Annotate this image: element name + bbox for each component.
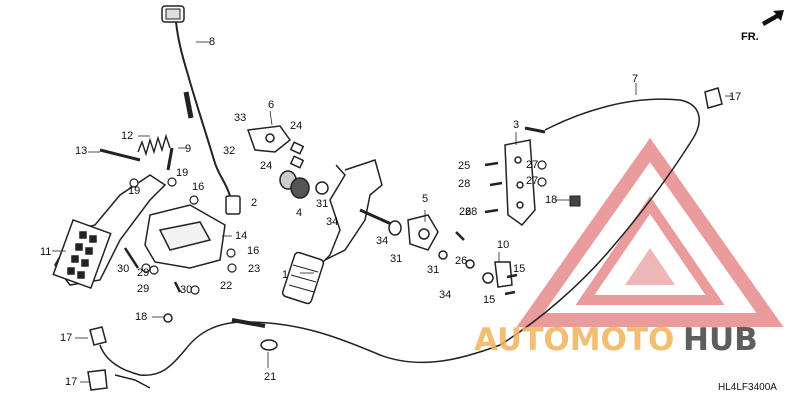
callout-28: 28 [465,206,477,218]
cable-end-icon [482,261,518,296]
callout-4: 4 [296,207,302,219]
clip-18-icon [569,195,581,207]
callout-17: 17 [65,376,77,388]
callout-32: 32 [223,145,235,157]
fr-label: FR. [741,31,759,43]
callout-11: 11 [40,246,51,258]
callout-26: 26 [459,206,471,218]
pin-icon [99,148,141,162]
callout-30: 30 [117,263,129,275]
fr-arrow-icon [762,10,784,26]
callout-29: 29 [137,283,149,295]
callout-19: 19 [128,185,140,197]
parking-pedal-icon [52,174,167,290]
callout-24: 24 [260,160,272,172]
accelerator-pedal-icon [281,159,383,305]
callout-22: 22 [220,280,232,292]
callout-5: 5 [422,193,428,205]
callout-2: 2 [251,197,257,209]
pedal-shaft-icon [359,208,475,269]
cable-tail-icon [114,374,151,389]
callout-3: 3 [513,119,519,131]
callout-1: 1 [282,269,288,281]
bracket-icon [144,204,226,269]
callout-13: 13 [75,145,87,157]
watermark-text: AUTOMOTO HUB [474,322,758,358]
callout-16: 16 [192,181,204,193]
fasteners-right [484,160,547,214]
callout-12: 12 [121,130,133,142]
callout-24: 24 [290,120,302,132]
connector-bottom-icon [225,195,241,215]
callout-15: 15 [513,263,525,275]
callout-17: 17 [60,332,72,344]
callout-8: 8 [209,36,215,48]
callout-25: 25 [458,160,470,172]
callout-7: 7 [632,73,638,85]
callout-31: 31 [390,253,402,265]
callout-16: 16 [247,245,259,257]
clip-icon [87,87,723,391]
callout-30: 30 [180,284,192,296]
callout-21: 21 [264,371,276,383]
callout-28: 28 [458,178,470,190]
callout-19: 19 [176,167,188,179]
front-direction-indicator: FR. [741,10,784,43]
spring-icon [137,133,171,157]
cables [99,21,700,376]
callout-15: 15 [483,294,495,306]
callout-34: 34 [439,289,451,301]
callout-27: 27 [526,175,538,187]
cable-7 [499,98,700,346]
watermark-brand-part1: AUTOMOTO [474,322,674,358]
callout-31: 31 [427,264,439,276]
callout-27: 27 [526,159,538,171]
cable-18 [99,321,501,376]
bushing-icon [279,170,329,199]
leader-lines [52,41,733,383]
bolt-icon [166,147,174,171]
callout-26: 26 [455,255,467,267]
callout-9: 9 [185,143,191,155]
callout-34: 34 [376,235,388,247]
callout-33: 33 [234,112,246,124]
pedal-bracket-icon [246,125,305,169]
callout-labels: 1234567891011121314151516161717171818191… [40,36,741,388]
callout-18: 18 [135,311,147,323]
callout-34: 34 [326,216,338,228]
connector-top-icon [161,5,185,23]
fasteners-left [123,177,237,295]
callout-14: 14 [235,230,247,242]
cable-8 [175,21,231,197]
callout-31: 31 [316,198,328,210]
callout-18: 18 [545,194,557,206]
callout-29: 29 [137,267,149,279]
callout-6: 6 [268,99,274,111]
callout-10: 10 [497,239,509,251]
cable-bracket-icon [504,126,546,227]
watermark-logo [516,137,784,327]
watermark-brand-part2: HUB [683,322,758,358]
callout-23: 23 [248,263,260,275]
callout-17: 17 [729,91,741,103]
diagram-code: HL4LF3400A [718,382,777,393]
